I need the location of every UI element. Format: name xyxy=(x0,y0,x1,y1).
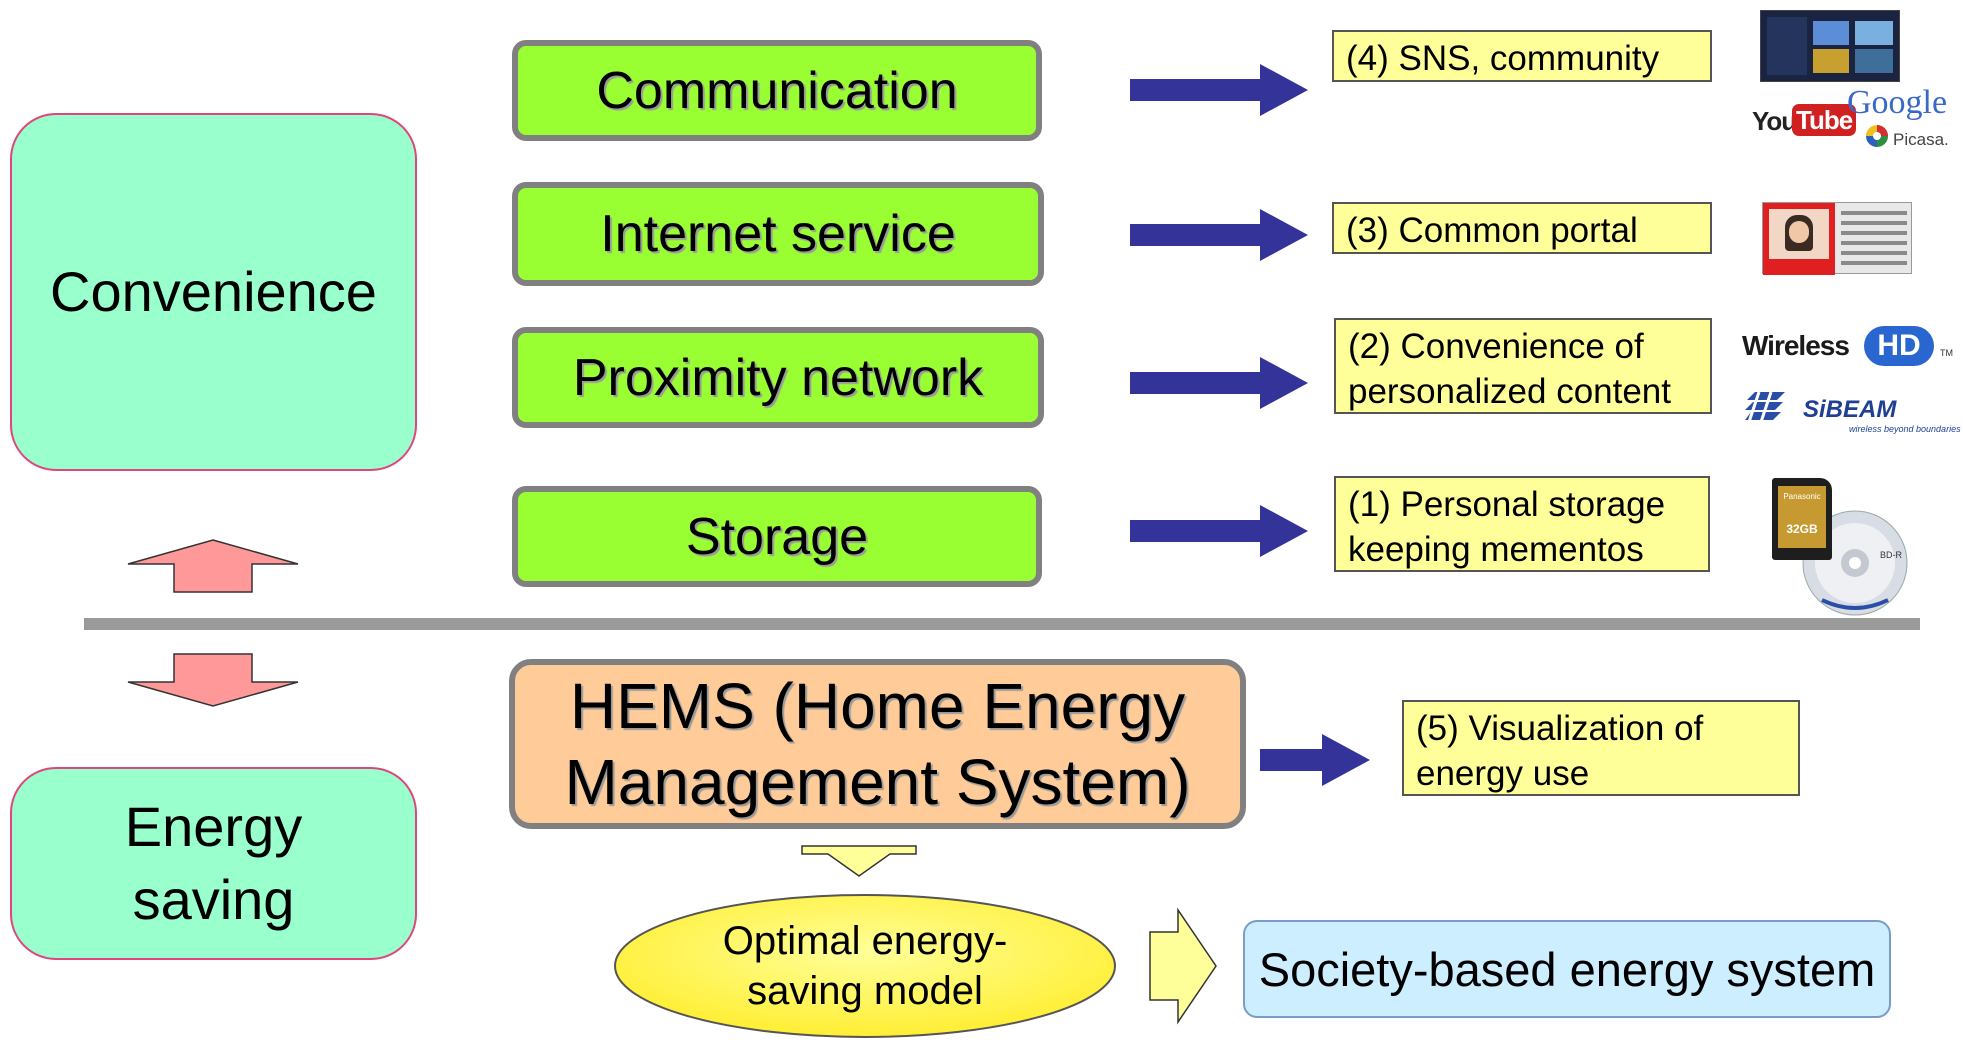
hems-label: HEMS (Home Energy Management System) xyxy=(564,668,1190,820)
communication-label: Communication xyxy=(596,61,958,120)
picasa-icon xyxy=(1866,125,1888,147)
sibeam-tagline: wireless beyond boundaries xyxy=(1849,424,1961,434)
arrow-communication xyxy=(1130,64,1308,116)
internet-service-box: Internet service xyxy=(512,182,1044,286)
proximity-network-label: Proximity network xyxy=(572,348,984,407)
storage-media-image: BD-R Panasonic 32GB xyxy=(1770,478,1910,618)
portal-screenshot-image xyxy=(1762,202,1912,275)
optimal-model-text: Optimal energy- saving model xyxy=(723,916,1008,1016)
arrow-storage xyxy=(1130,505,1308,557)
society-energy-system-box: Society-based energy system xyxy=(1243,920,1891,1018)
sibeam-logo: SiBEAM wireless beyond boundaries xyxy=(1745,388,1963,436)
optimal-model-line1: Optimal energy- xyxy=(722,919,1008,963)
arrow-hems xyxy=(1260,734,1370,786)
down-arrow xyxy=(127,653,299,707)
bluray-label: BD-R xyxy=(1880,550,1902,560)
sd-brand: Panasonic xyxy=(1783,492,1821,501)
convenience-category: Convenience xyxy=(10,113,417,471)
wirelesshd-logo: Wireless HD TM xyxy=(1742,326,1962,372)
label-sns-text: (4) SNS, community xyxy=(1346,39,1660,78)
label-personal-storage: (1) Personal storage keeping mementos xyxy=(1334,476,1710,572)
energy-saving-line2: saving xyxy=(132,867,295,931)
label-visualization-line1: (5) Visualization of xyxy=(1416,709,1704,748)
internet-service-label: Internet service xyxy=(600,205,956,263)
proximity-network-box: Proximity network xyxy=(512,327,1044,428)
optimal-model-ellipse xyxy=(614,894,1116,1038)
google-text: Google xyxy=(1847,84,1948,121)
storage-label: Storage xyxy=(685,507,869,566)
sns-screenshot-image xyxy=(1760,10,1900,82)
label-storage-line1: (1) Personal storage xyxy=(1348,485,1666,524)
label-portal-text: (3) Common portal xyxy=(1346,211,1638,250)
label-personalized-content: (2) Convenience of personalized content xyxy=(1334,318,1712,414)
sd-card-icon: Panasonic 32GB xyxy=(1772,478,1832,560)
energy-saving-line1: Energy xyxy=(124,794,303,858)
label-personalized-line2: personalized content xyxy=(1348,372,1671,411)
sd-capacity: 32GB xyxy=(1786,522,1818,536)
up-arrow xyxy=(127,539,299,593)
youtube-tube-text: Tube xyxy=(1792,104,1857,136)
section-divider xyxy=(84,618,1920,630)
google-picasa-logo: Google Picasa. xyxy=(1845,84,1963,154)
label-storage-line2: keeping mementos xyxy=(1348,530,1644,569)
energy-saving-category: Energy saving xyxy=(10,767,417,960)
convenience-label: Convenience xyxy=(50,259,377,323)
wirelesshd-word: Wireless xyxy=(1742,330,1850,361)
hems-line2: Management System) xyxy=(564,746,1191,818)
optimal-model-label: Optimal energy- saving model xyxy=(612,892,1118,1040)
optimal-model-line2: saving model xyxy=(747,969,983,1013)
youtube-logo: You Tube xyxy=(1752,104,1857,140)
label-personalized-line1: (2) Convenience of xyxy=(1348,327,1644,366)
wirelesshd-tm: TM xyxy=(1940,348,1953,358)
society-energy-system-label: Society-based energy system xyxy=(1258,942,1876,996)
label-sns-community: (4) SNS, community xyxy=(1332,30,1712,82)
label-visualization-line2: energy use xyxy=(1416,754,1590,793)
arrow-internet xyxy=(1130,209,1308,261)
youtube-you-text: You xyxy=(1752,106,1797,136)
storage-box: Storage xyxy=(512,486,1042,587)
hems-line1: HEMS (Home Energy xyxy=(569,670,1186,742)
sibeam-text: SiBEAM xyxy=(1803,396,1897,423)
energy-saving-label: Energy saving xyxy=(125,791,302,937)
hems-box: HEMS (Home Energy Management System) xyxy=(509,659,1246,829)
wirelesshd-hd-badge: HD xyxy=(1864,326,1934,366)
label-visualization: (5) Visualization of energy use xyxy=(1402,700,1800,796)
arrow-proximity xyxy=(1130,357,1308,409)
communication-box: Communication xyxy=(512,40,1042,141)
label-common-portal: (3) Common portal xyxy=(1332,202,1712,254)
picasa-text: Picasa. xyxy=(1893,130,1949,149)
arrow-to-society xyxy=(1149,907,1217,1025)
sibeam-mark-icon xyxy=(1745,391,1785,423)
arrow-to-model xyxy=(801,845,917,877)
